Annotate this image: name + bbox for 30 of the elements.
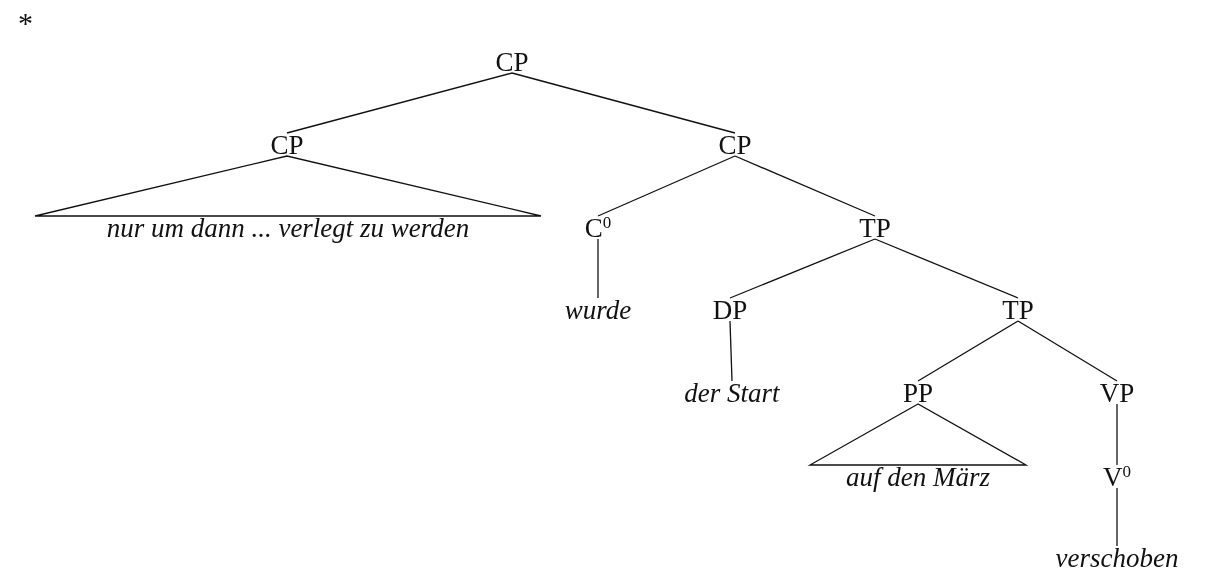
tree-branch <box>1017 320 1118 382</box>
tree-branch <box>917 320 1019 382</box>
tree-node-label: TP <box>859 213 891 243</box>
tree-branch <box>1116 487 1118 547</box>
tree-node-label: C$^{0}$ <box>584 213 612 243</box>
tree-branch <box>597 238 599 299</box>
tree-node-label: DP <box>712 295 748 325</box>
tree-branch <box>597 155 736 217</box>
tree-branch <box>734 155 876 217</box>
terminal-word: wurde <box>564 295 632 325</box>
tree-node-label: CP <box>270 130 304 160</box>
tree-branch <box>729 320 733 382</box>
terminal-word: der Start <box>684 378 780 408</box>
note-mark: * <box>18 8 33 38</box>
tree-branch <box>874 238 1019 299</box>
tree-node-label: VP <box>1099 378 1135 408</box>
tree-node-label: CP <box>718 130 752 160</box>
terminal-word: verschoben <box>1055 543 1179 573</box>
tree-node-label: CP <box>495 47 529 77</box>
tree-branch <box>1116 403 1118 466</box>
tree-node-label: V$^{0}$ <box>1103 462 1131 492</box>
tree-node-label: TP <box>1002 295 1034 325</box>
terminal-word: nur um dann ... verlegt zu werden <box>106 213 470 243</box>
tree-node-label: PP <box>903 378 933 408</box>
tree-branch <box>729 238 876 299</box>
tree-branch <box>286 72 513 134</box>
tree-branch <box>511 72 736 134</box>
tree-triangle <box>807 403 1029 466</box>
tree-triangle <box>34 155 542 217</box>
terminal-word: auf den März <box>846 462 990 492</box>
